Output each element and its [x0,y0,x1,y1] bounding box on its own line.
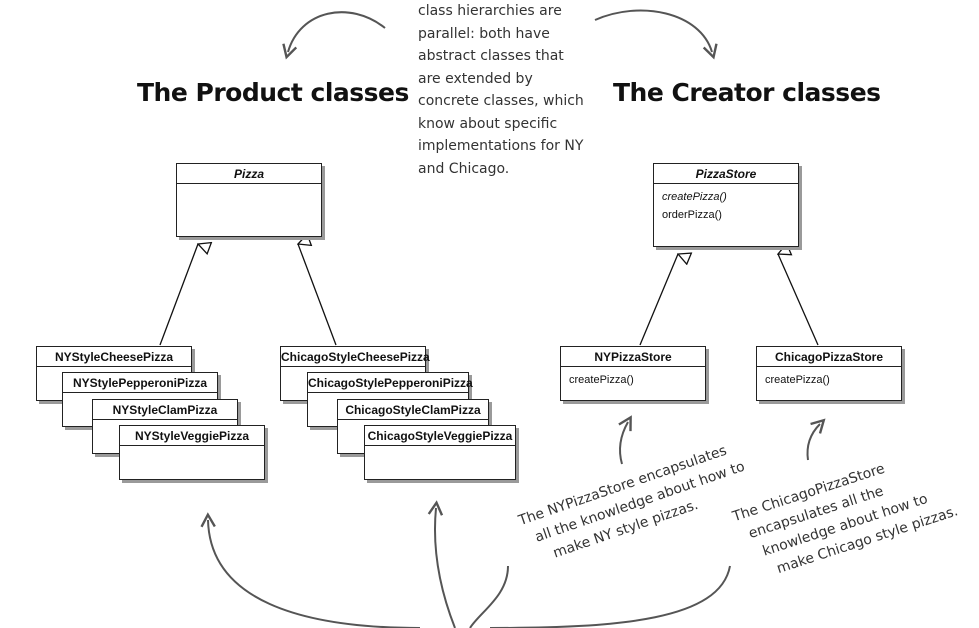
ny-pizza-store-box: NYPizzaStore createPizza() [560,346,706,401]
operation: createPizza() [569,374,634,386]
class-operations: createPizza() [757,367,901,393]
note-line: are extended by [418,70,533,87]
note-line: parallel: both have [418,25,550,42]
curved-arrow-bottom-ny [469,565,509,628]
note-line: and Chicago. [418,160,510,177]
note-line: concrete classes, which [418,93,584,109]
ny-veggie-pizza-box: NYStyleVeggiePizza [119,425,265,480]
class-name: NYStylePepperoniPizza [63,373,217,393]
product-classes-heading: The Product classes [137,78,409,107]
class-name: ChicagoStylePepperoniPizza [308,373,473,393]
chicago-pizza-store-box: ChicagoPizzaStore createPizza() [756,346,902,401]
class-operations: createPizza() orderPizza() [654,184,798,228]
inherit-line-ny-store [639,254,678,346]
inherit-line-ny-pizza [159,244,198,346]
operation: orderPizza() [662,209,722,221]
curved-arrow-bottom-left [200,512,421,628]
parallel-hierarchies-note: class hierarchies are parallel: both hav… [418,0,584,180]
curved-arrow-left-top [282,11,386,60]
pizza-class-box: Pizza [176,163,322,237]
class-operations: createPizza() [561,367,705,393]
pizza-store-class-box: PizzaStore createPizza() orderPizza() [653,163,799,247]
class-name: NYStyleVeggiePizza [120,426,264,446]
note-line: abstract classes that [418,48,564,64]
class-name: Pizza [177,164,321,184]
class-name: PizzaStore [654,164,798,184]
operation: createPizza() [662,191,727,203]
note-line: class hierarchies are [418,3,562,19]
class-name: NYStyleClamPizza [93,400,237,420]
curved-arrow-bottom-chicago [489,565,731,628]
class-name: NYPizzaStore [561,347,705,367]
class-name: ChicagoStyleClamPizza [338,400,488,420]
pointer-arrow-chicago-note [806,418,826,461]
inherit-line-chicago-store [778,254,819,346]
class-name: NYStyleCheesePizza [37,347,191,367]
note-line: know about specific [418,115,558,132]
class-name: ChicagoPizzaStore [757,347,901,367]
note-line: implementations for NY [418,138,584,154]
operation: createPizza() [765,374,830,386]
curved-arrow-right-top [594,9,718,60]
inherit-line-chicago-pizza [298,244,337,346]
class-name: ChicagoStyleCheesePizza [281,347,430,367]
chicago-veggie-pizza-box: ChicagoStyleVeggiePizza [364,425,516,480]
class-name: ChicagoStyleVeggiePizza [365,426,515,446]
pointer-arrow-ny-note [618,415,632,465]
curved-arrow-bottom-middle [427,500,456,628]
creator-classes-heading: The Creator classes [613,78,881,107]
